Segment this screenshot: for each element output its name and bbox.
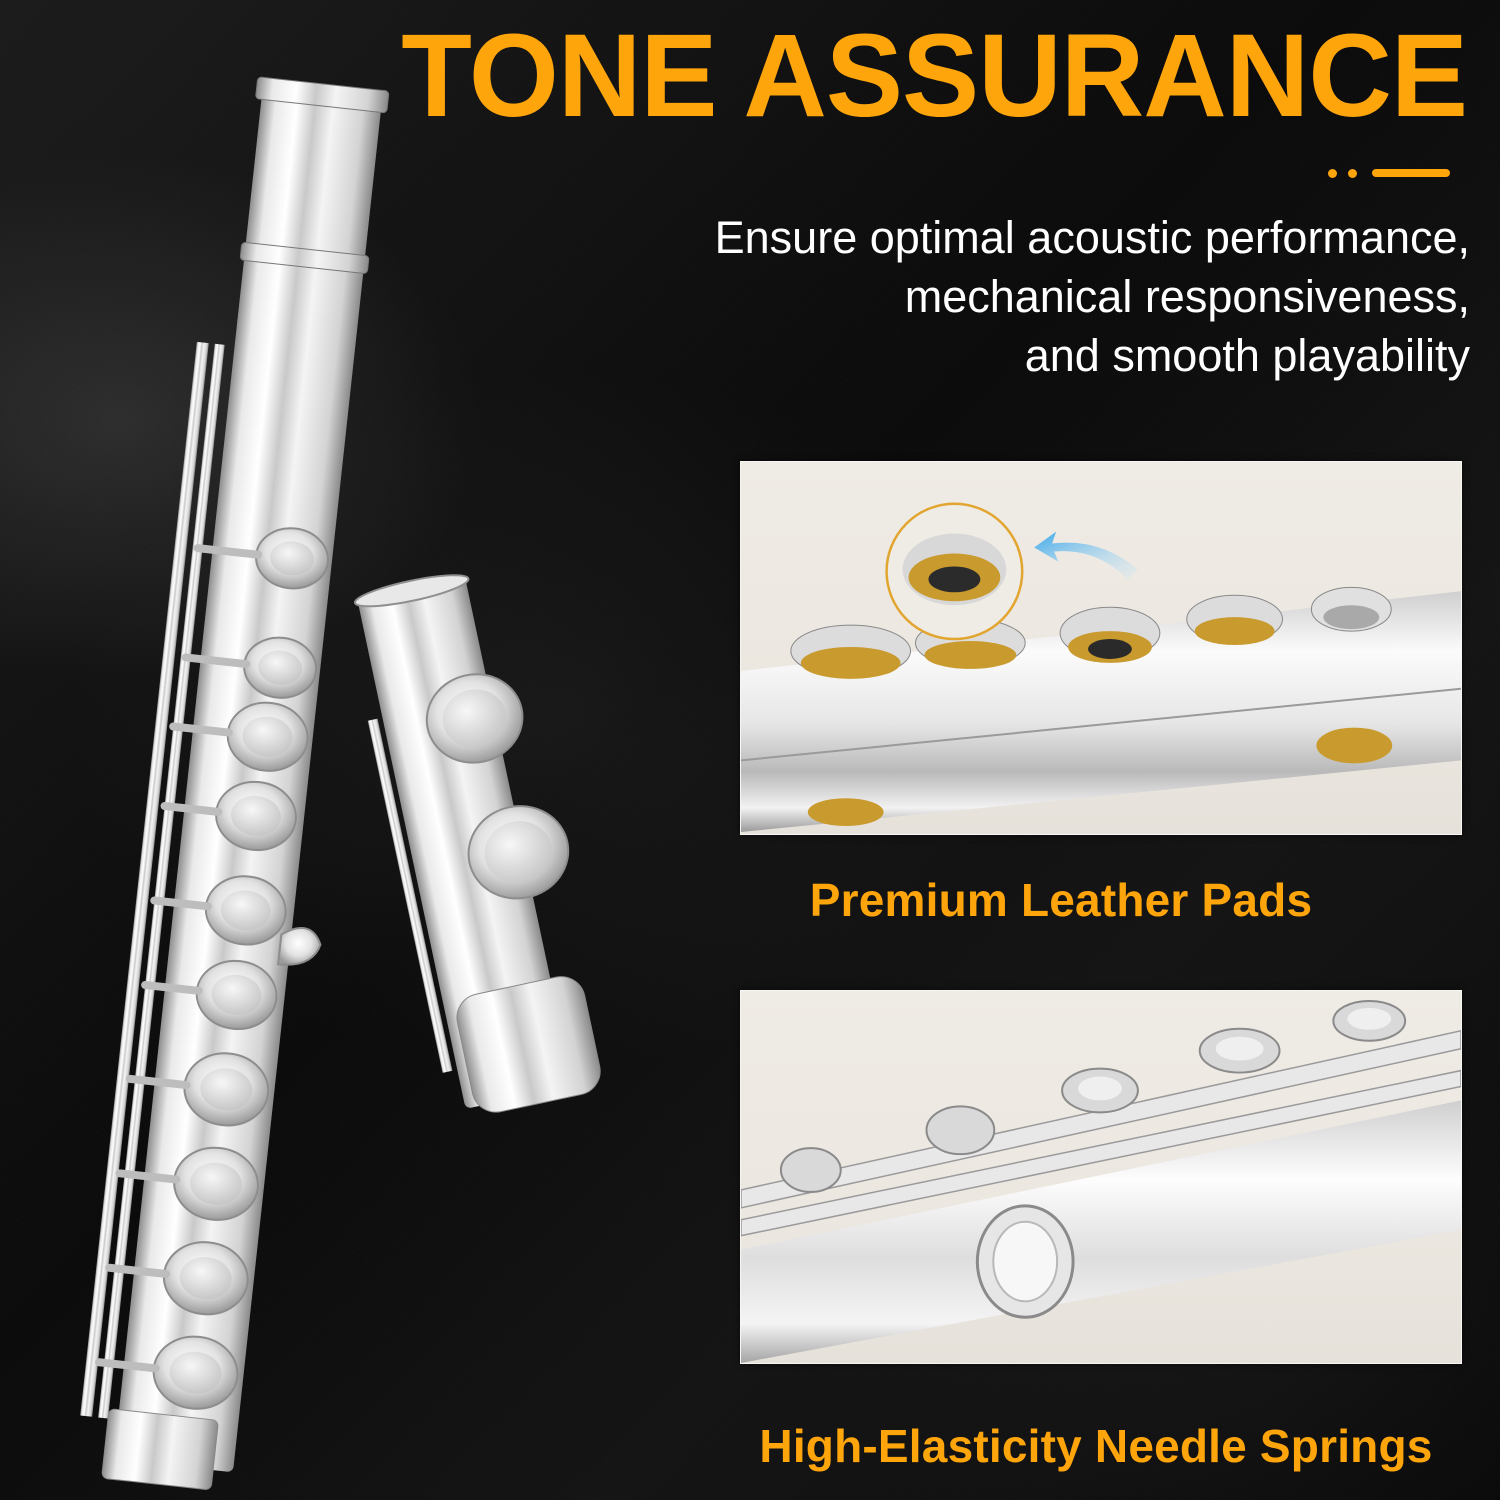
- subtitle-line: mechanical responsiveness,: [904, 271, 1470, 322]
- headline: TONE ASSURANCE: [401, 10, 1468, 142]
- accent-dot-icon: [1348, 168, 1357, 178]
- flute-footjoint: [353, 574, 601, 1113]
- pad-key: [790, 586, 1393, 827]
- arrow-icon: [1034, 531, 1138, 580]
- feature-caption: High-Elasticity Needle Springs: [759, 1420, 1433, 1472]
- accent-dot-icon: [1328, 168, 1337, 178]
- decorative-accent: [1328, 166, 1450, 180]
- feature-image-leather-pads: [740, 461, 1462, 835]
- feature-caption: Premium Leather Pads: [809, 874, 1313, 926]
- feature-image-needle-springs: [740, 990, 1462, 1364]
- subtitle-line: Ensure optimal acoustic performance,: [714, 212, 1470, 263]
- accent-bar-icon: [1372, 169, 1450, 177]
- subtitle: Ensure optimal acoustic performance, mec…: [570, 208, 1470, 385]
- zoom-inset: [885, 502, 1024, 641]
- flute-body: [80, 76, 390, 1490]
- subtitle-line: and smooth playability: [1024, 330, 1470, 381]
